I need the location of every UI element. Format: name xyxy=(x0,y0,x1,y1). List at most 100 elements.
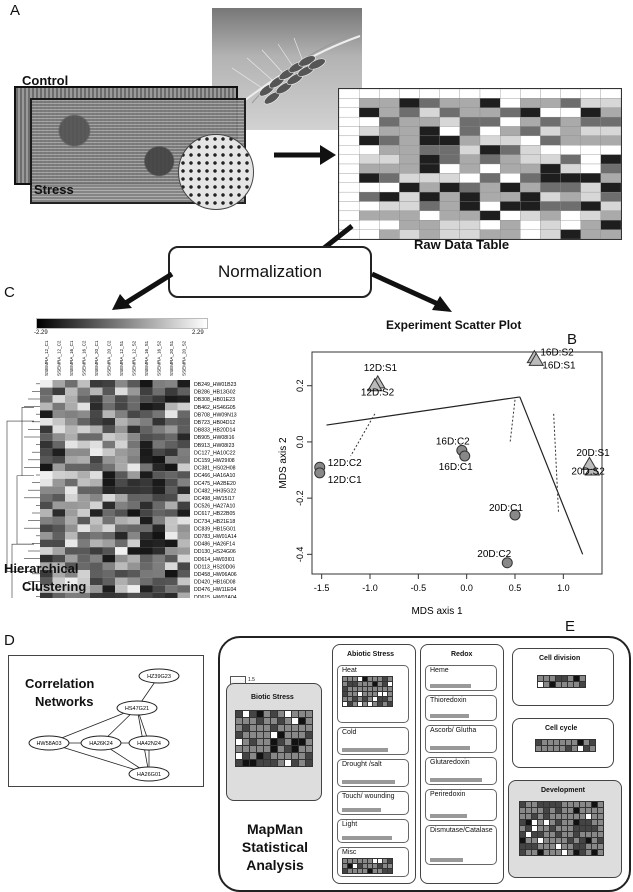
heatmap-cell xyxy=(140,418,153,426)
heatmap-cell xyxy=(90,554,103,563)
heatmap-cell xyxy=(140,547,153,555)
heatmap-cell xyxy=(115,554,128,563)
heatmap-cell xyxy=(165,509,178,517)
heatmap-row-label: DC482_HH35G22 xyxy=(194,488,236,494)
heatmap-cell xyxy=(127,585,140,593)
heatmap-cell xyxy=(52,494,65,502)
heatmap-cell xyxy=(177,463,190,472)
mapman-cell xyxy=(568,676,573,681)
mapman-cell xyxy=(574,682,579,687)
mapman-cell xyxy=(243,739,249,745)
raw-table-cell xyxy=(560,229,581,240)
mapman-cell xyxy=(550,826,555,831)
mapman-cell xyxy=(584,746,589,751)
cell-cycle-box: Cell cycle xyxy=(512,718,614,768)
mapman-cell xyxy=(562,820,567,825)
mapman-cell xyxy=(568,844,573,849)
abiotic-item-bar xyxy=(342,748,388,752)
heatmap-cell xyxy=(152,494,165,502)
heatmap-cell xyxy=(77,554,90,563)
mapman-cell xyxy=(532,832,537,837)
mapman-cell xyxy=(368,697,372,701)
raw-table-cell xyxy=(338,173,360,183)
heatmap-cell xyxy=(115,463,128,472)
heatmap-cell xyxy=(40,592,53,601)
mapman-cell xyxy=(586,838,591,843)
heatmap-cell xyxy=(152,440,165,449)
abiotic-item-label: Drought /salt xyxy=(342,761,382,768)
heatmap-cell xyxy=(165,402,178,411)
heatmap-cell xyxy=(115,539,128,548)
raw-table-cell xyxy=(358,154,380,165)
heatmap-cell xyxy=(177,402,190,411)
heatmap-cell xyxy=(52,402,65,411)
abiotic-item: Drought /salt xyxy=(337,759,409,787)
heatmap-cell xyxy=(102,402,115,411)
heatmap-cell xyxy=(152,516,165,525)
abiotic-item-bar xyxy=(342,836,392,840)
mapman-cell xyxy=(343,859,347,863)
redox-item: Thioredoxin xyxy=(425,695,497,721)
mapman-cell xyxy=(373,687,377,691)
raw-table-cell xyxy=(358,163,380,174)
mapman-cell xyxy=(550,850,555,855)
heatmap-row-label: DD113_HS20D06 xyxy=(194,564,235,570)
mapman-cell xyxy=(556,850,561,855)
mapman-cell xyxy=(520,850,525,855)
heatmap-column-label: SSEMRA_20_C2 xyxy=(107,340,112,376)
heatmap-cell xyxy=(140,471,153,479)
mapman-cell xyxy=(574,844,579,849)
raw-table-cell xyxy=(379,201,400,212)
raw-table-cell xyxy=(540,182,561,193)
mapman-cell xyxy=(250,746,256,752)
mapman-cell xyxy=(550,676,555,681)
network-node-label: HA26K24 xyxy=(89,741,113,747)
mapman-cell xyxy=(348,677,352,681)
heatmap-cell xyxy=(140,539,153,548)
mapman-cell xyxy=(363,697,367,701)
heatmap-cell xyxy=(52,486,65,494)
heatmap-row-label: DD783_HW01A14 xyxy=(194,534,237,540)
heatmap-cell xyxy=(102,448,115,456)
heatmap-cell xyxy=(52,456,65,464)
mapman-cell xyxy=(550,808,555,813)
heatmap-cell xyxy=(90,562,103,570)
mapman-cell xyxy=(562,850,567,855)
heatmap-cell xyxy=(152,410,165,418)
raw-table-cell xyxy=(459,173,481,183)
heatmap-cell xyxy=(65,387,78,396)
heatmap-cell xyxy=(65,425,78,434)
heatmap-cell xyxy=(102,547,115,555)
mapman-cell xyxy=(250,725,256,731)
mapman-cell xyxy=(562,676,567,681)
heatmap-row-label: DB905_HW08I16 xyxy=(194,435,234,441)
raw-table-cell xyxy=(358,135,380,146)
raw-table-cell xyxy=(459,98,481,108)
mapman-cell xyxy=(592,814,597,819)
raw-table-cell xyxy=(479,210,501,221)
heatmap-cell xyxy=(140,395,153,403)
raw-table-cell xyxy=(399,145,420,155)
heatmap-cell xyxy=(140,562,153,570)
mapman-cell xyxy=(520,814,525,819)
mapman-cell xyxy=(353,692,357,696)
mapman-cell xyxy=(586,832,591,837)
heatmap-cell xyxy=(115,425,128,434)
heatmap-cell xyxy=(165,532,178,540)
raw-table-cell xyxy=(439,135,461,146)
mapman-cell xyxy=(520,820,525,825)
raw-table-cell xyxy=(499,145,521,155)
raw-table-cell xyxy=(580,229,602,240)
mapman-cell xyxy=(264,718,270,724)
heatmap-cell xyxy=(90,471,103,479)
scatter-point xyxy=(528,352,545,366)
mapman-cell xyxy=(306,739,312,745)
heatmap-cell xyxy=(52,547,65,555)
mapman-cell xyxy=(343,687,347,691)
mapman-cell xyxy=(278,732,284,738)
heatmap-cell xyxy=(152,562,165,570)
mapman-cell xyxy=(306,711,312,717)
heatmap-cell xyxy=(90,532,103,540)
heatmap-cell xyxy=(140,478,153,487)
